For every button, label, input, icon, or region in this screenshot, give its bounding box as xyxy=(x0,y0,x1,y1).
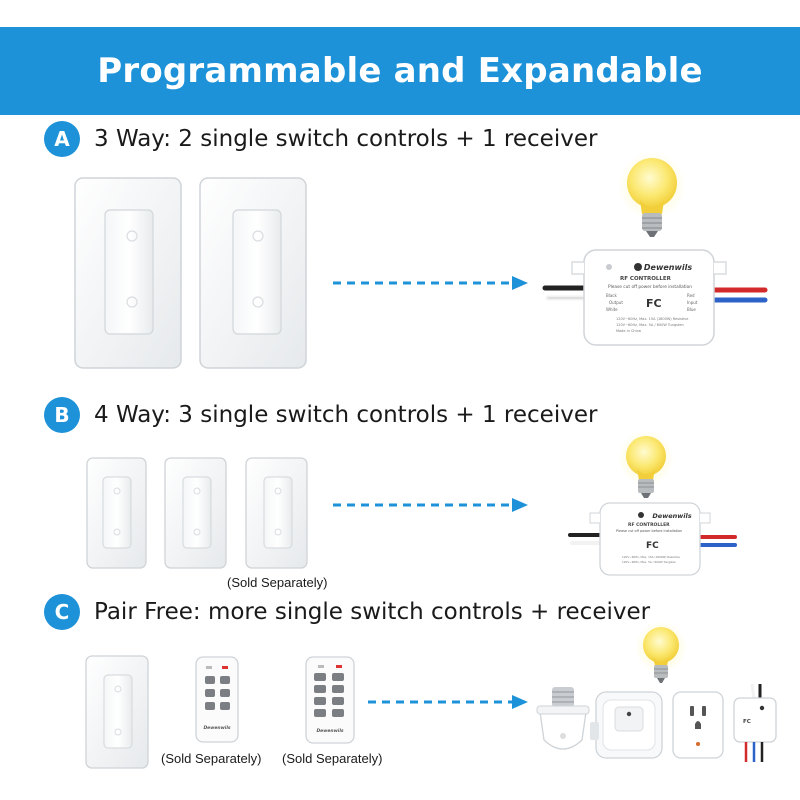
remote-control-icon: Dewenwils xyxy=(195,656,239,743)
sold-separately-note: (Sold Separately) xyxy=(161,751,262,766)
receiver-brand: Dewenwils xyxy=(644,263,692,272)
section-a-text: 3 Way: 2 single switch controls + 1 rece… xyxy=(94,126,598,152)
light-bulb-icon xyxy=(635,621,687,683)
wall-switch-icon xyxy=(85,655,149,769)
receiver-spec: 120V~60Hz, Max. 15A (1800W) Resistive xyxy=(616,317,688,321)
wire-receiver-icon: Dewenwils RF CONTROLLER Please cut off p… xyxy=(568,502,737,576)
wall-switch-icon xyxy=(164,457,227,569)
section-a-badge: A xyxy=(44,121,80,157)
plug-in-outlet-icon xyxy=(672,691,724,759)
receiver-spec: Made in China xyxy=(616,329,641,333)
wire-receiver-icon: Dewenwils RF CONTROLLER Please cut off p… xyxy=(542,249,768,346)
wire-label: Red xyxy=(687,293,695,298)
wall-switch-icon xyxy=(245,457,308,569)
wire-label: Input xyxy=(687,300,698,305)
section-c-heading: C Pair Free: more single switch controls… xyxy=(44,594,650,630)
section-c-text: Pair Free: more single switch controls +… xyxy=(94,599,651,625)
remote-brand: Dewenwils xyxy=(316,728,343,734)
receiver-spec: 120V~60Hz, Max. 5A / 600W Tungsten xyxy=(622,560,676,564)
header-banner: Programmable and Expandable xyxy=(0,27,800,115)
sold-separately-note: (Sold Separately) xyxy=(282,751,383,766)
wire-label: White xyxy=(606,307,618,312)
section-b-badge: B xyxy=(44,397,80,433)
fcc-mark: FC xyxy=(646,541,659,551)
section-b-text: 4 Way: 3 single switch controls + 1 rece… xyxy=(94,402,598,428)
page-title: Programmable and Expandable xyxy=(97,51,703,91)
dashed-arrow-icon xyxy=(368,695,528,709)
remote-brand: Dewenwils xyxy=(203,725,230,731)
receiver-warning: Please cut off power before installation xyxy=(616,529,682,533)
wire-receiver-icon: FC xyxy=(733,683,777,762)
receiver-warning: Please cut off power before installation xyxy=(608,284,692,290)
remote-control-icon: Dewenwils xyxy=(305,656,355,744)
wire-label: Blue xyxy=(687,307,696,312)
wire-label: Black xyxy=(606,293,618,298)
wall-switch-icon xyxy=(74,177,182,369)
wall-switch-icon xyxy=(199,177,307,369)
socket-adapter-icon xyxy=(536,687,590,750)
light-bulb-icon xyxy=(618,430,674,498)
light-bulb-icon xyxy=(618,152,686,237)
receiver-title: RF CONTROLLER xyxy=(628,522,670,528)
wire-label: Output xyxy=(609,300,623,305)
receiver-spec: 120V~60Hz, Max. 15A (1800W) Resistive xyxy=(622,555,680,559)
receiver-brand: Dewenwils xyxy=(652,512,691,520)
receiver-spec: 120V~60Hz, Max. 5A / 600W Tungsten xyxy=(616,323,684,327)
dashed-arrow-icon xyxy=(333,498,528,512)
plug-in-outlet-icon xyxy=(590,691,663,759)
wall-switch-icon xyxy=(86,457,147,569)
fcc-mark: FC xyxy=(646,297,662,310)
sold-separately-note: (Sold Separately) xyxy=(227,575,328,590)
section-c-badge: C xyxy=(44,594,80,630)
receiver-title: RF CONTROLLER xyxy=(620,276,672,282)
section-a-heading: A 3 Way: 2 single switch controls + 1 re… xyxy=(44,121,597,157)
dashed-arrow-icon xyxy=(333,276,528,290)
section-b-heading: B 4 Way: 3 single switch controls + 1 re… xyxy=(44,397,597,433)
fcc-mark: FC xyxy=(743,719,751,725)
